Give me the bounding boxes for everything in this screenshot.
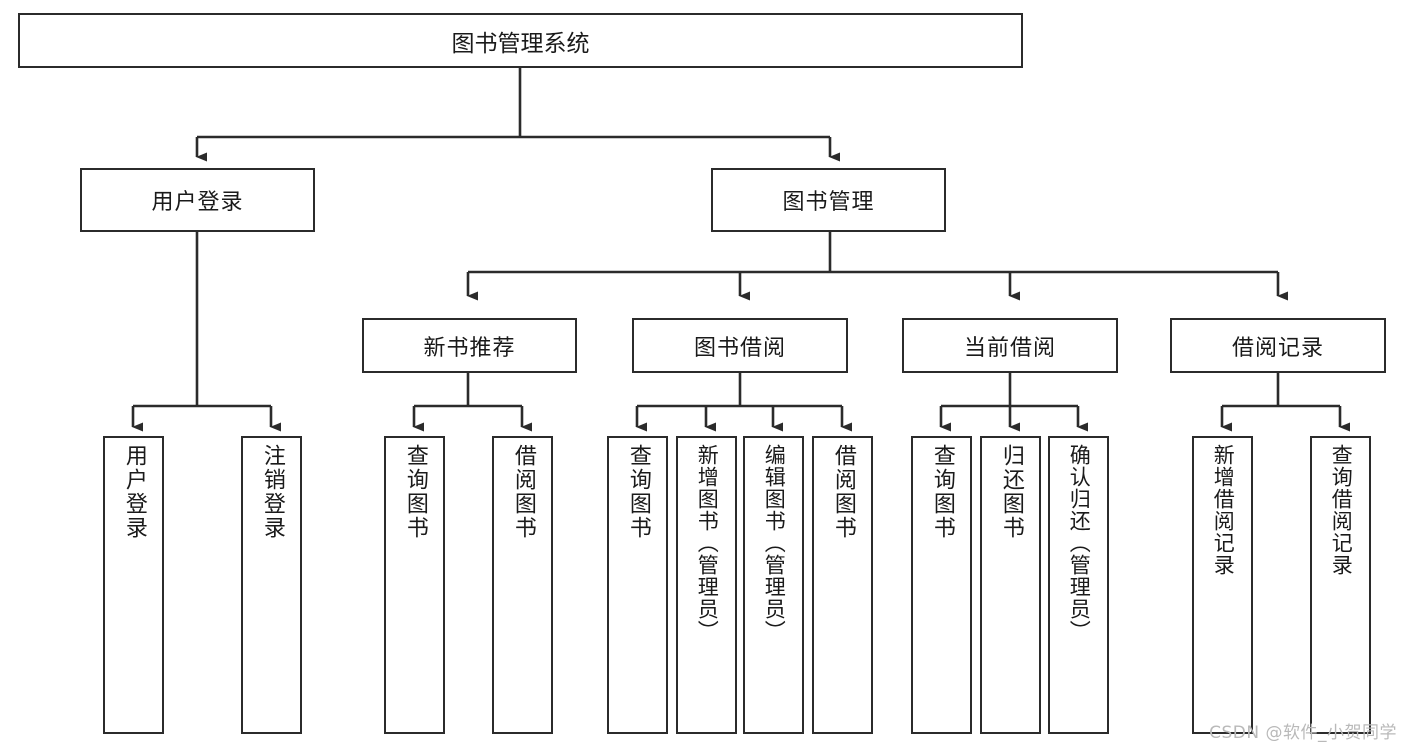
leaf-user-login-login[interactable]: 用户登录 (103, 436, 164, 734)
leaf-recommend-query-book[interactable]: 查询图书 (384, 436, 445, 734)
node-current-borrow[interactable]: 当前借阅 (902, 318, 1118, 373)
node-root[interactable]: 图书管理系统 (18, 13, 1023, 68)
leaf-records-add-record[interactable]: 新增借阅记录 (1192, 436, 1253, 734)
node-book-borrow-label: 图书借阅 (693, 335, 786, 361)
leaf-label: 借阅图书 (830, 444, 856, 540)
node-new-book-recommend[interactable]: 新书推荐 (362, 318, 577, 373)
node-borrow-records-label: 借阅记录 (1231, 335, 1324, 361)
leaf-label: 借阅图书 (510, 444, 536, 540)
leaf-label: 编辑图书（管理员） (762, 444, 787, 642)
leaf-current-query-book[interactable]: 查询图书 (911, 436, 972, 734)
node-book-management-label: 图书管理 (782, 190, 875, 215)
node-user-login[interactable]: 用户登录 (80, 168, 315, 232)
leaf-current-confirm-return[interactable]: 确认归还（管理员） (1048, 436, 1109, 734)
leaf-borrow-edit-book[interactable]: 编辑图书（管理员） (743, 436, 804, 734)
leaf-current-return-book[interactable]: 归还图书 (980, 436, 1041, 734)
leaf-label: 新增图书（管理员） (695, 444, 720, 642)
leaf-label: 归还图书 (998, 444, 1024, 540)
leaf-label: 新增借阅记录 (1211, 444, 1236, 576)
leaf-recommend-borrow-book[interactable]: 借阅图书 (492, 436, 553, 734)
leaf-label: 用户登录 (121, 444, 147, 540)
leaf-label: 确认归还（管理员） (1067, 444, 1092, 642)
leaf-user-login-logout[interactable]: 注销登录 (241, 436, 302, 734)
leaf-borrow-query-book[interactable]: 查询图书 (607, 436, 668, 734)
leaf-label: 查询图书 (625, 444, 651, 540)
node-new-book-recommend-label: 新书推荐 (423, 335, 516, 361)
node-root-label: 图书管理系统 (451, 30, 590, 57)
watermark: CSDN @软件_小贺同学 (1209, 723, 1397, 743)
leaf-label: 查询借阅记录 (1329, 444, 1354, 576)
node-borrow-records[interactable]: 借阅记录 (1170, 318, 1386, 373)
leaf-label: 注销登录 (259, 444, 285, 540)
leaf-records-query-record[interactable]: 查询借阅记录 (1310, 436, 1371, 734)
leaf-label: 查询图书 (929, 444, 955, 540)
node-book-borrow[interactable]: 图书借阅 (632, 318, 848, 373)
leaf-borrow-borrow-book[interactable]: 借阅图书 (812, 436, 873, 734)
leaf-label: 查询图书 (402, 444, 428, 540)
leaf-borrow-add-book[interactable]: 新增图书（管理员） (676, 436, 737, 734)
node-user-login-label: 用户登录 (151, 190, 244, 215)
node-current-borrow-label: 当前借阅 (963, 335, 1056, 361)
node-book-management[interactable]: 图书管理 (711, 168, 946, 232)
